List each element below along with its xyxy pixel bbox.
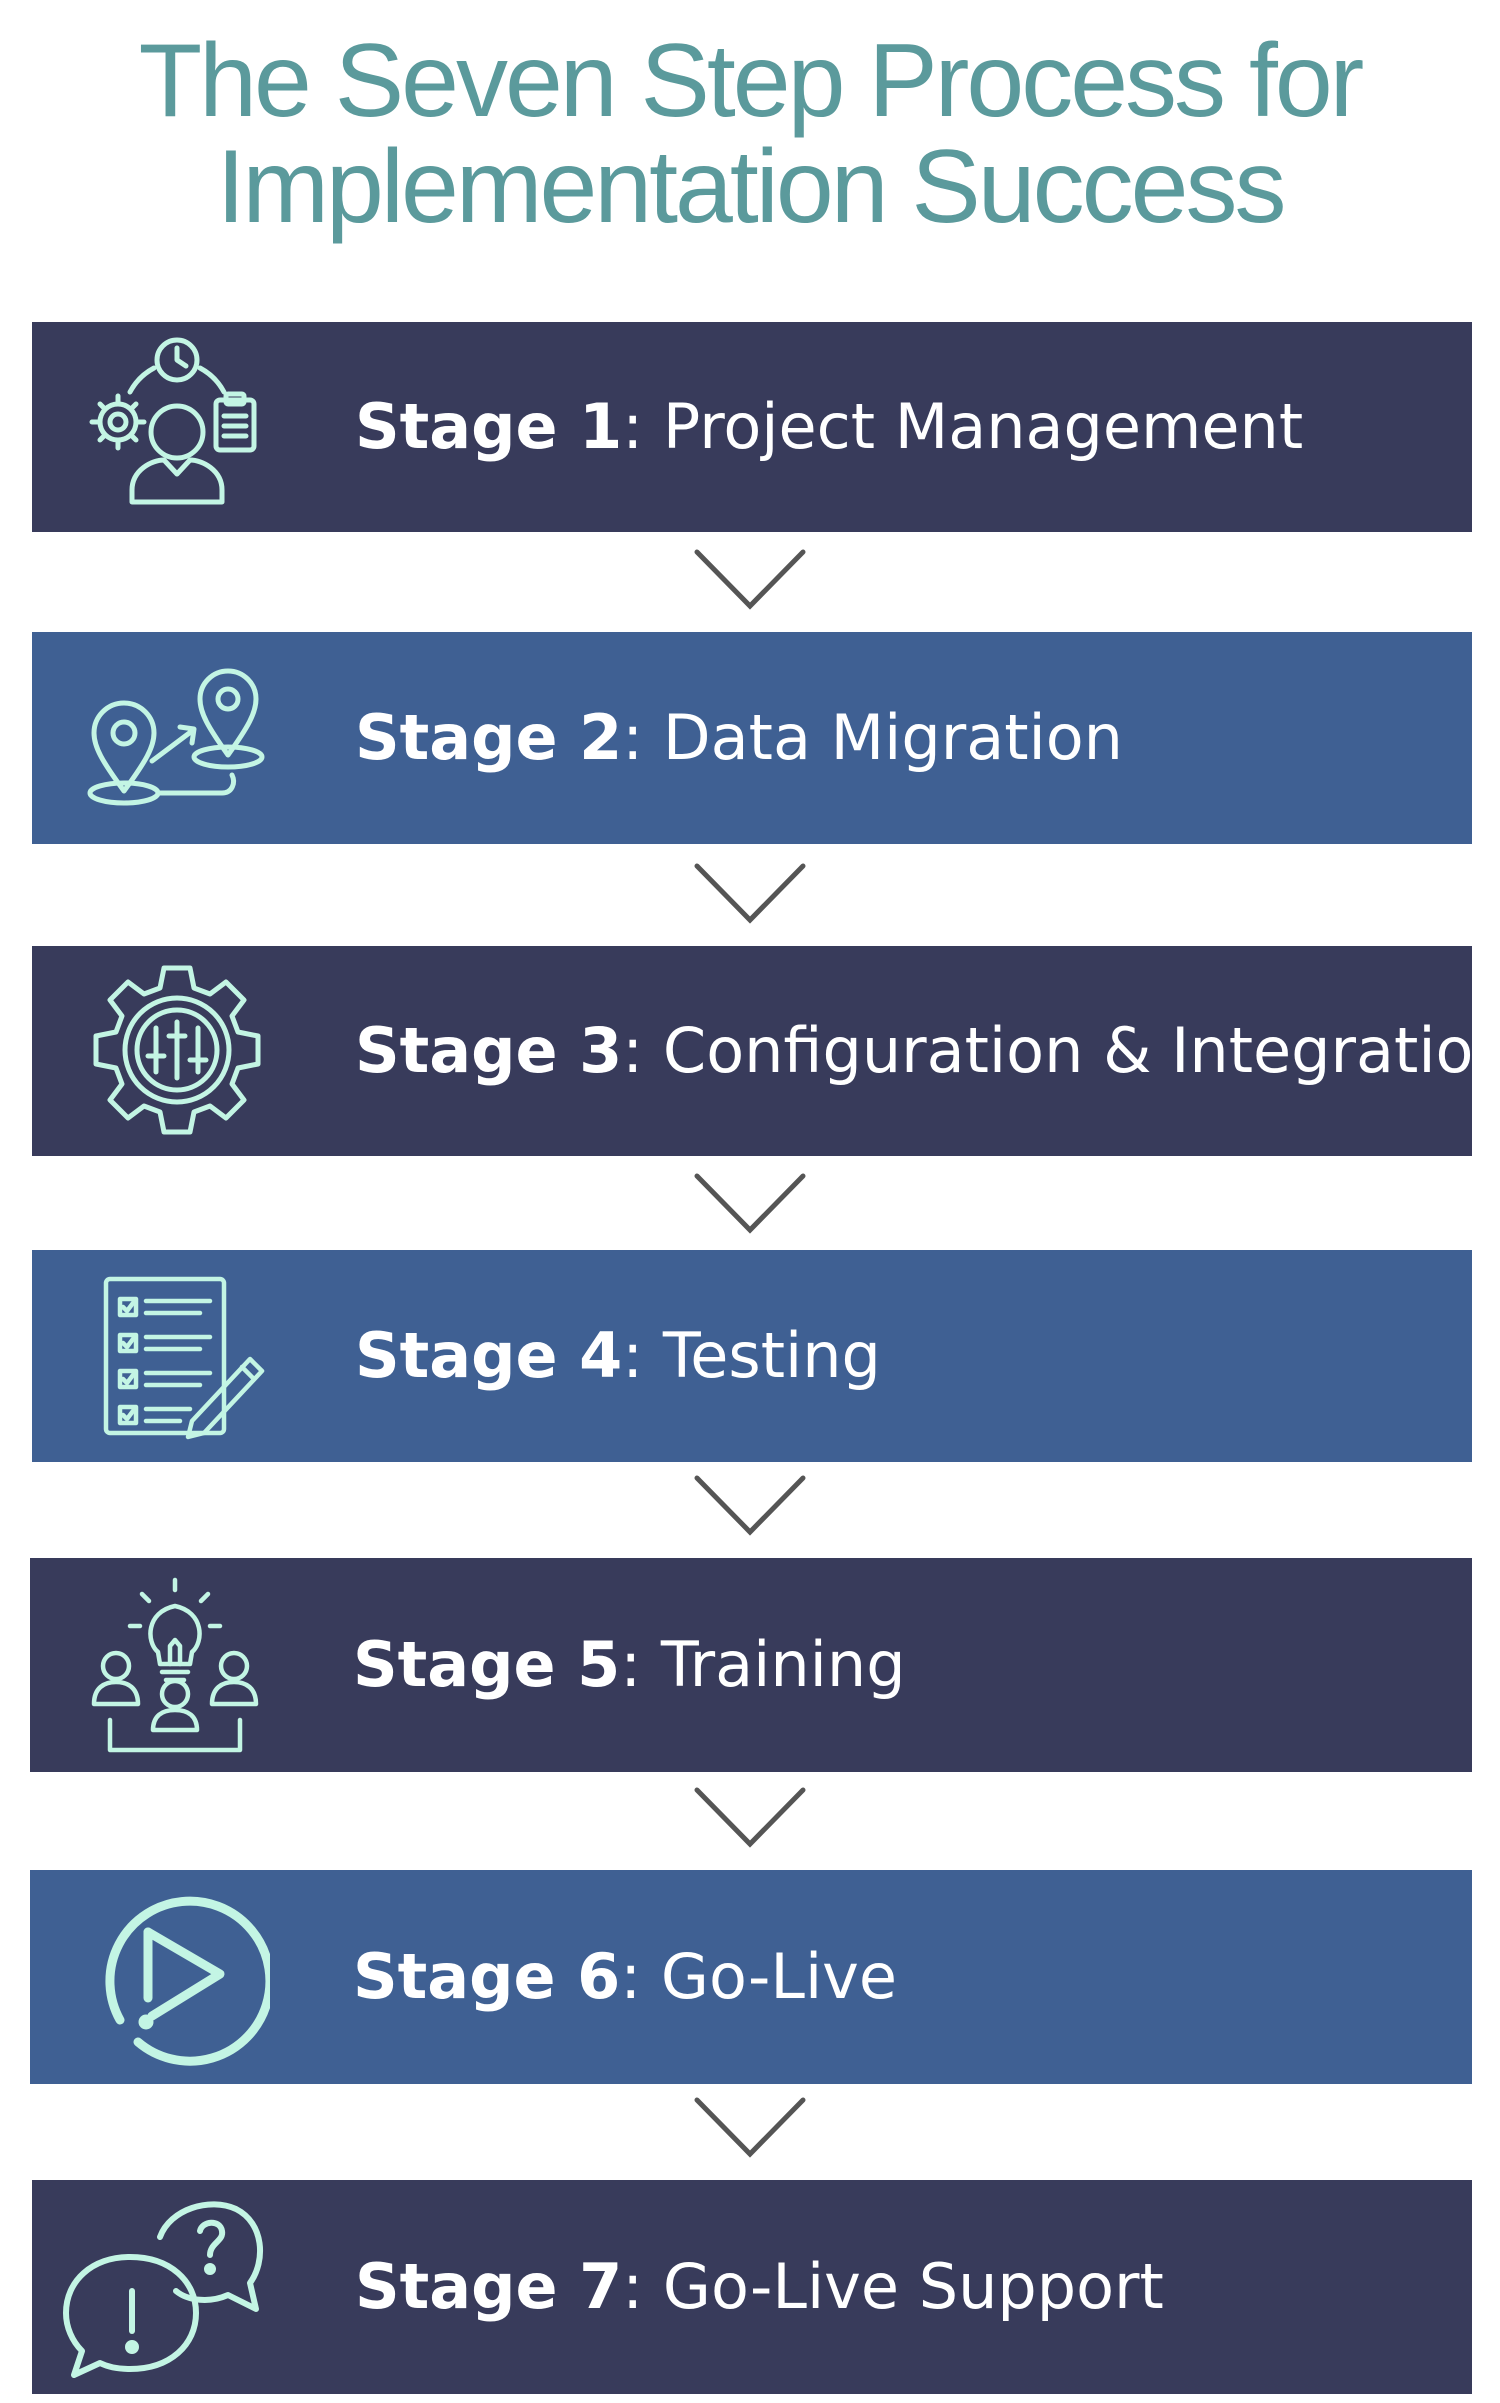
stage-7-label: Stage 7: Go-Live Support [355,2250,1164,2323]
chevron-down-icon [693,2096,807,2160]
stage-3-label: Stage 3: Configuration & Integration [355,1014,1500,1087]
checklist-pencil-icon [82,1261,272,1451]
stage-7-band: Stage 7: Go-Live Support [32,2180,1472,2394]
team-clock-gear-clipboard-icon [82,332,272,522]
chevron-down-icon [693,1786,807,1850]
stage-6-label: Stage 6: Go-Live [353,1940,898,2013]
stage-3-band: Stage 3: Configuration & Integration [32,946,1500,1156]
chevron-down-icon [693,862,807,926]
page-title: The Seven Step Process for Implementatio… [0,28,1500,240]
stage-1-band: Stage 1: Project Management [32,322,1472,532]
stage-5-band: Stage 5: Training [30,1558,1472,1772]
chevron-down-icon [693,1474,807,1538]
play-circle-icon [80,1882,270,2072]
title-line-2: Implementation Success [216,129,1287,245]
speech-bubbles-question-exclamation-icon [60,2187,270,2387]
stage-2-band: Stage 2: Data Migration [32,632,1472,844]
stage-1-label: Stage 1: Project Management [355,390,1304,463]
stage-4-band: Stage 4: Testing [32,1250,1472,1462]
chevron-down-icon [693,548,807,612]
stage-5-label: Stage 5: Training [353,1628,906,1701]
chevron-down-icon [693,1172,807,1236]
lightbulb-people-icon [80,1570,270,1760]
title-line-1: The Seven Step Process for [138,23,1365,139]
gear-sliders-icon [82,956,272,1146]
stage-4-label: Stage 4: Testing [355,1319,881,1392]
stage-6-band: Stage 6: Go-Live [30,1870,1472,2084]
map-pins-arrow-icon [82,643,272,833]
stage-2-label: Stage 2: Data Migration [355,701,1123,774]
